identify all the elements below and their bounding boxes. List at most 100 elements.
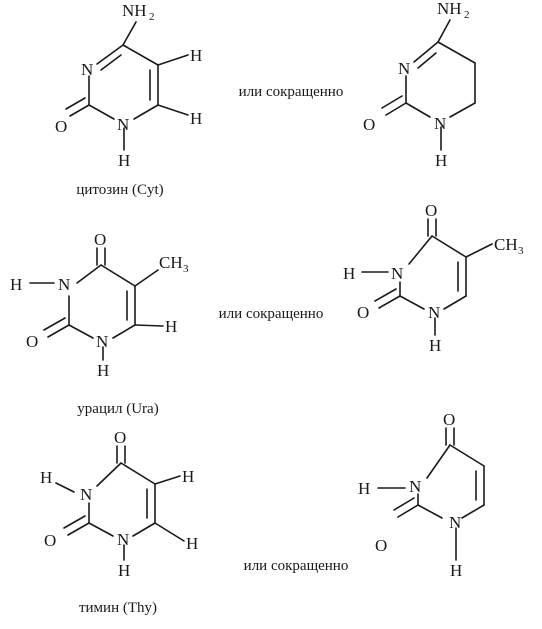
bond (449, 444, 485, 467)
atom-label: N (434, 114, 446, 133)
bond (76, 264, 102, 284)
atom-label: H (165, 317, 177, 336)
atom-label: O (443, 410, 455, 429)
thymine-full-structure: O N H N H O H H тимин (Thy) (40, 428, 198, 616)
bond (134, 269, 159, 287)
atom-label: H (182, 467, 194, 486)
atom-label: O (44, 531, 56, 550)
atom-label: H (40, 468, 52, 487)
bond (65, 97, 86, 110)
bond (68, 324, 94, 339)
bond (100, 54, 122, 71)
uracil-full-structure: O N H N H O CH 3 H урацил (Ura) (10, 230, 189, 417)
atom-label: H (10, 275, 22, 294)
bond (55, 482, 75, 493)
atom-label: H (118, 151, 130, 170)
bond (437, 19, 451, 43)
bond (461, 504, 485, 519)
bond (417, 504, 443, 519)
atom-label: O (425, 201, 437, 220)
atom-label: CH (159, 253, 183, 272)
bond (374, 288, 397, 302)
bond (112, 324, 136, 339)
bond (413, 41, 439, 63)
thymine-short-structure: O N H N H O (358, 410, 485, 580)
atom-subscript: 2 (464, 9, 470, 21)
atom-label: O (94, 230, 106, 249)
atom-label: N (117, 530, 129, 549)
bond (154, 475, 181, 485)
bond (134, 324, 164, 327)
connector-text: или сокращенно (244, 558, 349, 574)
molecule-caption: урацил (Ura) (77, 401, 158, 417)
cytosine-short-structure: NH 2 N N H O (363, 0, 476, 170)
connector-text: или сокращенно (239, 84, 344, 100)
bond (157, 54, 189, 66)
atom-label: O (363, 115, 375, 134)
atom-label: O (357, 303, 369, 322)
atom-label: H (97, 361, 109, 380)
atom-label: CH (494, 235, 518, 254)
bond (120, 462, 156, 485)
atom-label: H (190, 46, 202, 65)
bond (417, 52, 437, 69)
bond (88, 104, 115, 120)
atom-label: N (409, 477, 421, 496)
bond (378, 295, 401, 309)
bond (100, 264, 136, 287)
atom-label: N (96, 332, 108, 351)
atom-label: N (58, 275, 70, 294)
atom-label: O (375, 536, 387, 555)
bond (397, 504, 419, 518)
bond (431, 235, 467, 258)
bond (122, 21, 137, 46)
bond (449, 102, 476, 118)
bond (88, 522, 114, 537)
bond (63, 515, 86, 529)
atom-subscript: 2 (149, 11, 155, 23)
bond (385, 102, 407, 116)
molecule-caption: тимин (Thy) (79, 600, 157, 616)
bond (96, 44, 124, 65)
atom-label: H (358, 479, 370, 498)
atom-label: N (117, 115, 129, 134)
bond (47, 324, 70, 338)
atom-label: N (80, 485, 92, 504)
bond (408, 235, 433, 265)
atom-label: O (114, 428, 126, 447)
bond (67, 522, 90, 536)
cytosine-full-structure: NH 2 N N H O H H цитозин (Cyt) (55, 1, 202, 198)
bond (133, 104, 159, 120)
atom-label: N (449, 513, 461, 532)
atom-label: NH (122, 1, 147, 20)
bond (405, 102, 431, 118)
atom-label: H (450, 561, 462, 580)
atom-label: H (186, 534, 198, 553)
connector-text: или сокращенно (219, 306, 324, 322)
bond (43, 317, 66, 331)
atom-subscript: 3 (518, 245, 524, 257)
bond (399, 295, 425, 310)
atom-label: H (118, 561, 130, 580)
atom-label: N (398, 59, 410, 78)
bond (443, 295, 467, 310)
atom-label: O (26, 332, 38, 351)
atom-label: H (429, 336, 441, 355)
molecule-caption: цитозин (Cyt) (76, 182, 163, 198)
atom-label: N (81, 60, 93, 79)
bond (465, 243, 493, 258)
atom-label: NH (437, 0, 462, 18)
bond (132, 522, 156, 537)
uracil-short-structure: O N H N H O CH 3 (343, 201, 524, 355)
atom-label: H (190, 109, 202, 128)
atom-label: O (55, 117, 67, 136)
bond (122, 44, 159, 66)
bond (393, 497, 415, 511)
atom-subscript: 3 (183, 263, 189, 275)
bond (381, 95, 403, 109)
bond (96, 462, 122, 487)
bond (69, 104, 90, 117)
atom-label: H (343, 264, 355, 283)
bond (426, 444, 451, 479)
bond (154, 522, 185, 542)
